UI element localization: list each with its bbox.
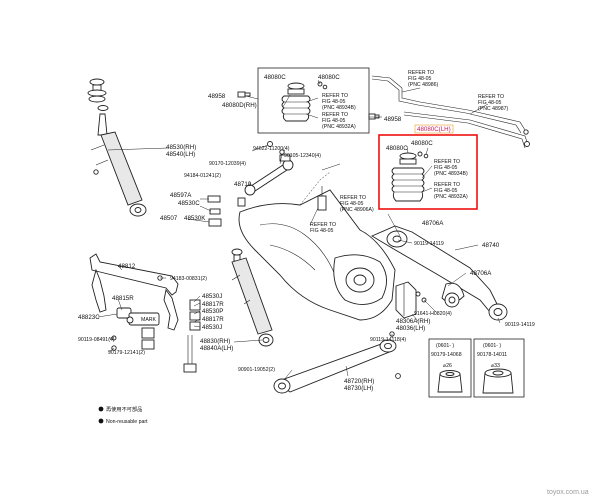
highlight-box-lh <box>378 134 478 210</box>
label-48530k: 48530K <box>184 215 206 222</box>
legend-non-reusable-cn: 再使用不可部品 <box>106 405 142 413</box>
label-90119-d: 90119-14118(4) <box>370 337 406 343</box>
label-48597a: 48597A <box>170 192 192 199</box>
label-48530j: 48530J <box>202 293 222 300</box>
refer-block-5: REFER TO FIG 48-05 (PNC 48934B) <box>434 159 468 177</box>
label-48706a-b: 48706A <box>470 270 492 277</box>
label-48080c-a: 48080C <box>264 74 286 81</box>
label-48080c-lh-highlighted: 48080C(LH) <box>417 126 451 133</box>
inset-right-code: (0601- ) <box>483 343 501 349</box>
label-48740: 48740 <box>482 242 500 249</box>
air-spring-rh-icon <box>281 81 328 122</box>
label-48530p: 48530P <box>202 308 223 315</box>
label-90179-a: 90179-12141(2) <box>108 350 145 356</box>
label-48710: 48710 <box>234 181 252 188</box>
fitting-48958-icon <box>237 91 251 98</box>
label-48080c-b: 48080C <box>318 74 340 81</box>
inset-right-dim: ⌀33 <box>491 363 500 369</box>
label-94622: 94622-11200(4) <box>253 146 290 152</box>
inset-right-box <box>473 338 525 398</box>
refer-block-1: REFER TO FIG 48-05 (PNC 48934B) <box>322 93 356 111</box>
label-48306a: 48306A(RH) <box>396 318 430 325</box>
inset-left-nut-icon <box>437 370 463 393</box>
legend-dot-icon <box>98 406 104 412</box>
inset-left-part: 90179-14068 <box>431 352 462 358</box>
watermark: toyox.com.ua <box>547 489 589 496</box>
highlight-underlay <box>414 124 454 134</box>
label-90105: 90105-12340(4) <box>284 153 321 159</box>
refer-block-8: REFER TO FIG 48-05 <box>310 222 338 234</box>
air-lines-icon <box>371 75 530 149</box>
lower-control-arm-icon <box>273 331 401 394</box>
label-90170: 90170-12039(4) <box>209 161 246 167</box>
refer-block-4: REFER TO FIG 48-05 (PNC 48987) <box>478 94 509 112</box>
air-spring-lh-icon <box>391 151 429 202</box>
label-90119-a: 90119-14119 <box>414 241 444 247</box>
refer-block-7: REFER TO FIG 48-05 (PNC 48906A) <box>340 195 374 213</box>
label-48530-rh: 48530(RH) <box>166 144 196 151</box>
label-90901: 90901-19052(2) <box>238 367 275 373</box>
refer-block-2: REFER TO FIG 48-05 (PNC 48932A) <box>322 112 356 130</box>
inset-left-box <box>428 338 472 398</box>
rear-axle-housing-icon <box>238 171 396 321</box>
label-mark: MARK <box>141 317 157 323</box>
callout-labels: 48080C 48080C 48958 48080D(RH) 48958 480… <box>78 74 535 392</box>
inset-right-nut-icon <box>482 368 514 394</box>
label-48080c-c: 48080C <box>386 145 408 152</box>
label-90119-c: 90119-14119 <box>505 322 535 328</box>
label-91641: 91641-H0820(4) <box>414 311 452 317</box>
inset-right-part: 90178-14011 <box>477 352 507 358</box>
legend-dot-icon-2 <box>98 418 104 424</box>
label-48720: 48720(RH) <box>344 378 374 385</box>
inset-left-dim: ⌀26 <box>443 363 452 369</box>
shock-absorber-upper-icon <box>87 78 147 217</box>
label-48840: 48840A(LH) <box>200 345 233 352</box>
label-48817r-b: 48817R <box>202 316 224 323</box>
label-94184: 94184-01241(2) <box>184 173 221 179</box>
label-48812: 48812 <box>118 263 136 270</box>
label-48958b: 48958 <box>384 116 402 123</box>
label-48080c-d: 48080C <box>411 140 433 147</box>
label-48530c: 48530C <box>178 200 200 207</box>
shock-absorber-lower-icon <box>231 248 274 347</box>
refer-block-3: REFER TO FIG 48-05 (PNC 48986) <box>408 70 439 88</box>
label-48823c: 48823C <box>78 314 100 321</box>
label-48530j-b: 48530J <box>202 324 222 331</box>
label-48540-lh: 48540(LH) <box>166 151 195 158</box>
label-48817r-a: 48817R <box>202 301 224 308</box>
label-48507: 48507 <box>160 215 178 222</box>
refer-to-blocks: REFER TO FIG 48-05 (PNC 48934B) REFER TO… <box>310 70 509 234</box>
label-48706a-a: 48706A <box>422 220 444 227</box>
stabilizer-bar-icon <box>89 253 201 373</box>
fitting-48958b-icon <box>368 113 380 120</box>
leader-lines <box>97 79 501 381</box>
legend-non-reusable-en: Non-reusable part <box>106 419 148 425</box>
label-48080d: 48080D(RH) <box>222 102 257 109</box>
label-48036: 48036(LH) <box>396 325 425 332</box>
air-spring-rh-box <box>257 67 370 134</box>
label-48958a: 48958 <box>208 93 226 100</box>
label-90119-b: 90119-08491(4) <box>78 337 115 343</box>
label-94183: 94183-00831(2) <box>170 276 207 282</box>
legend: 再使用不可部品 Non-reusable part <box>98 405 148 425</box>
refer-block-6: REFER TO FIG 48-05 (PNC 48932A) <box>434 182 468 200</box>
label-48815r: 48815R <box>112 295 134 302</box>
label-48730: 48730(LH) <box>344 385 373 392</box>
label-48830: 48830(RH) <box>200 338 230 345</box>
inset-left-code: (0601- ) <box>436 343 454 349</box>
